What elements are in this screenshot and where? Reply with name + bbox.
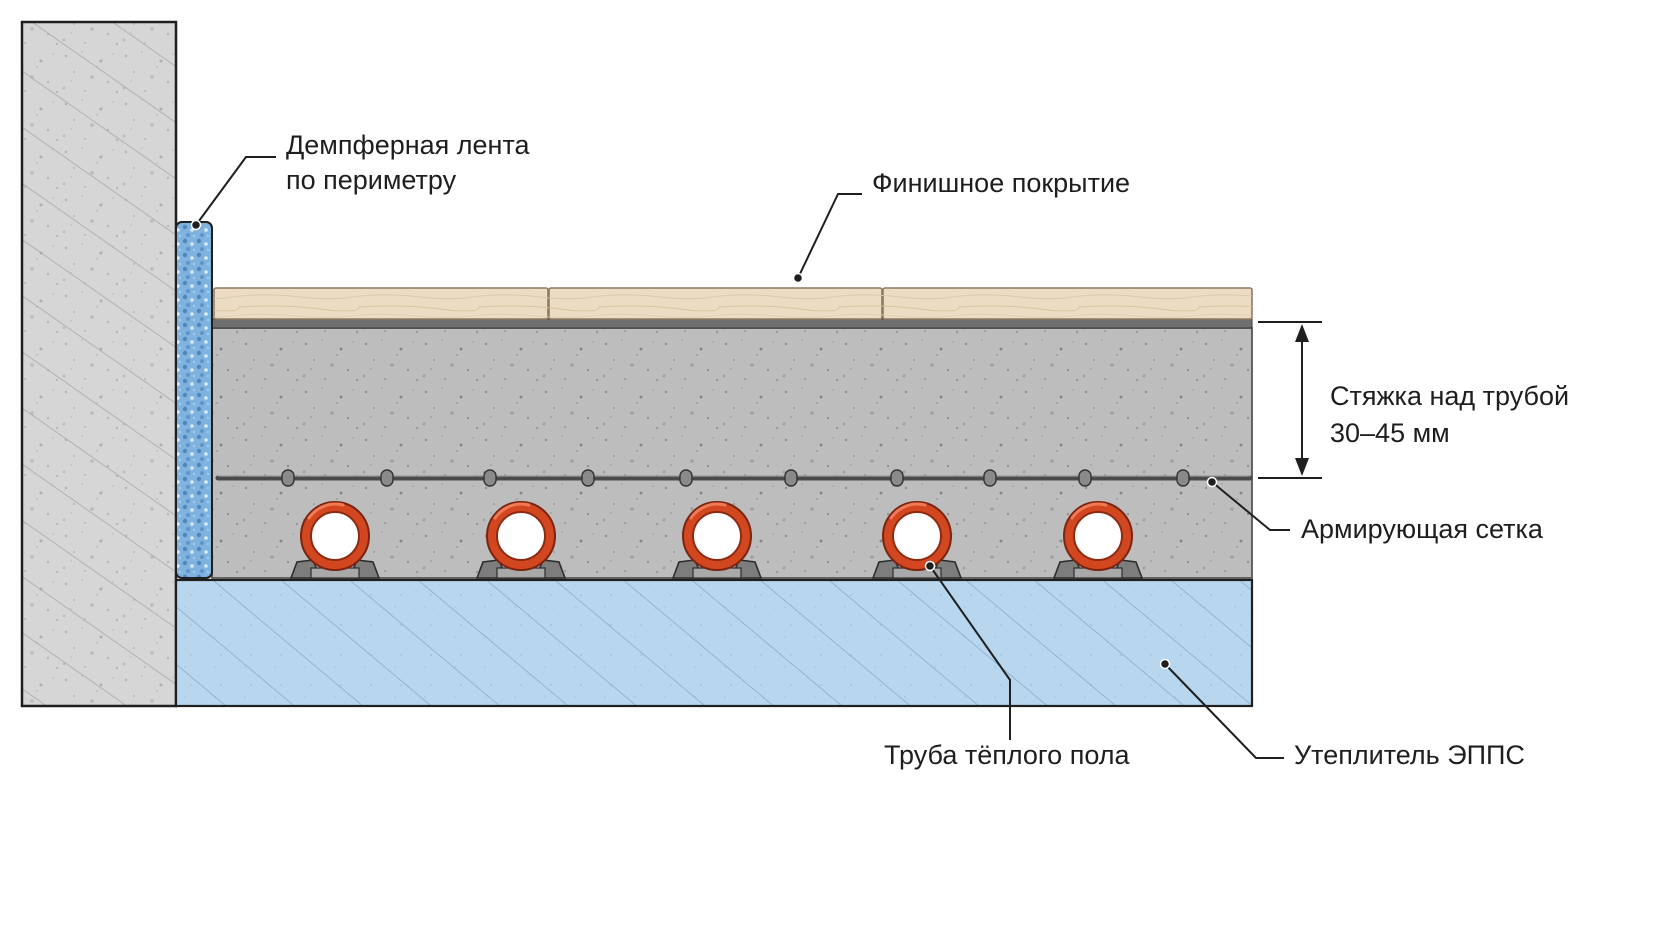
reinforcing-mesh	[215, 469, 1253, 487]
underlay-strip	[211, 318, 1253, 329]
epps-insulation-layer	[174, 578, 1254, 708]
heating-pipe	[671, 501, 763, 579]
mesh-clip	[483, 469, 497, 487]
screed-label-line1: Стяжка над трубой	[1330, 381, 1569, 411]
insulation-label: Утеплитель ЭППС	[1294, 740, 1525, 770]
leader-dots	[190, 219, 1218, 670]
concrete-wall	[20, 20, 178, 708]
screed-label-line2: 30–45 мм	[1330, 418, 1450, 448]
heating-pipe	[289, 501, 381, 579]
mesh-clip	[983, 469, 997, 487]
damper-tape	[175, 221, 213, 579]
leader-lines	[195, 156, 1290, 759]
heating-pipe	[871, 501, 963, 579]
mesh-clip	[679, 469, 693, 487]
mesh-clip	[380, 469, 394, 487]
mesh-clip	[890, 469, 904, 487]
mesh-clip	[581, 469, 595, 487]
heating-pipe	[1052, 501, 1144, 579]
mesh-clip	[1176, 469, 1190, 487]
mesh-clip	[784, 469, 798, 487]
damper-tape-label-line2: по периметру	[286, 165, 457, 195]
damper-tape-label-line1: Демпферная лента	[286, 130, 531, 160]
screed-dimension	[1258, 321, 1322, 479]
mesh-label: Армирующая сетка	[1301, 514, 1544, 544]
mesh-clip	[1078, 469, 1092, 487]
finish-flooring	[213, 287, 1253, 320]
heating-pipe	[475, 501, 567, 579]
mesh-clip	[281, 469, 295, 487]
heating-pipes	[289, 501, 1144, 579]
finish-flooring-label: Финишное покрытие	[872, 168, 1130, 198]
pipe-label: Труба тёплого пола	[884, 740, 1131, 770]
